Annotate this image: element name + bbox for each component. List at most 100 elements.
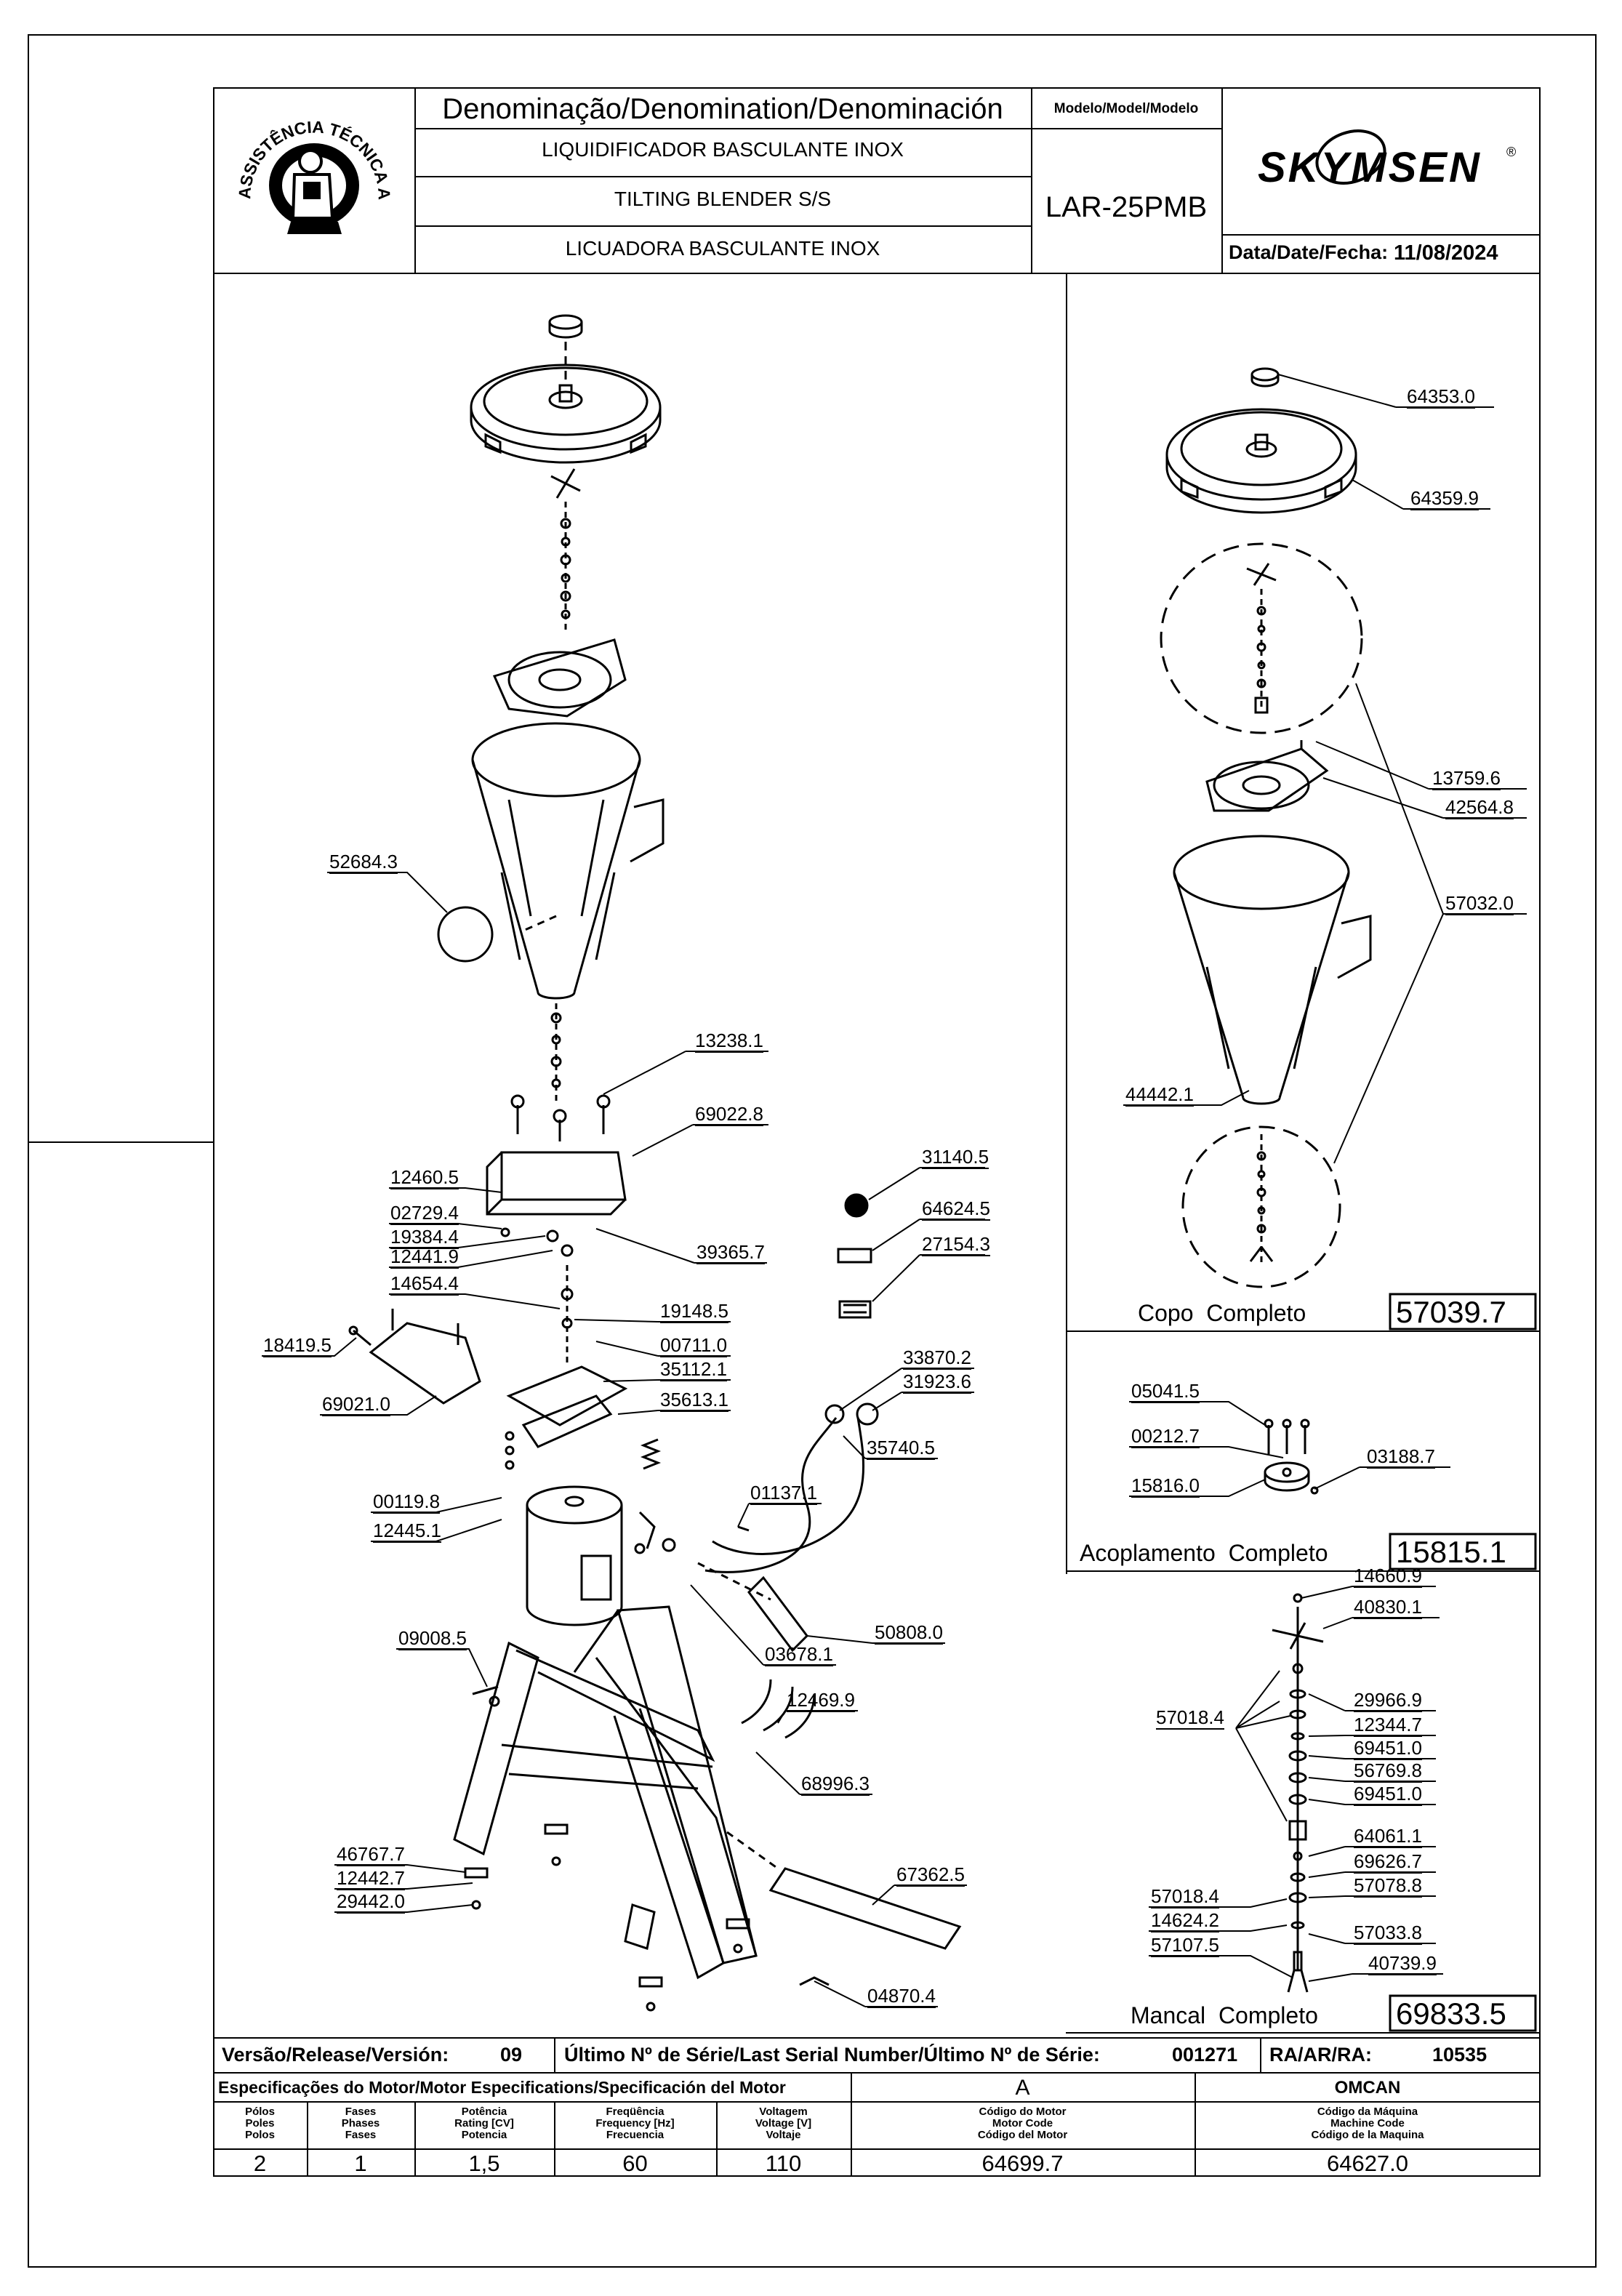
part-label: 04870.4 bbox=[867, 1985, 936, 2008]
divider bbox=[414, 176, 1031, 177]
divider bbox=[716, 2101, 718, 2177]
serial-label: Último Nº de Série/Last Serial Number/Úl… bbox=[564, 2044, 1100, 2066]
part-label: 67362.5 bbox=[896, 1863, 965, 1887]
value-phases: 1 bbox=[354, 2151, 367, 2176]
value-voltage: 110 bbox=[765, 2151, 802, 2176]
part-label: 00119.8 bbox=[373, 1490, 441, 1514]
product-name-pt: LIQUIDIFICADOR BASCULANTE INOX bbox=[542, 138, 904, 161]
margin-tick bbox=[28, 1141, 213, 1143]
divider bbox=[1066, 2032, 1541, 2034]
drawing-border bbox=[213, 87, 1541, 2177]
value-poles: 2 bbox=[253, 2151, 267, 2176]
part-label: 33870.2 bbox=[903, 1346, 971, 1370]
header-line: Potencia bbox=[461, 2129, 507, 2141]
part-label: 64061.1 bbox=[1354, 1825, 1422, 1848]
header-line: Fases bbox=[345, 2129, 377, 2141]
part-label: 29966.9 bbox=[1354, 1689, 1422, 1712]
acoplamento-code: 15815.1 bbox=[1396, 1535, 1506, 1569]
part-label: 69451.0 bbox=[1354, 1783, 1422, 1806]
part-label: 29442.0 bbox=[337, 1890, 405, 1914]
part-label: 19384.4 bbox=[390, 1226, 459, 1249]
part-label: 42564.8 bbox=[1445, 796, 1514, 819]
part-label: 03188.7 bbox=[1367, 1445, 1435, 1469]
part-label: 12445.1 bbox=[373, 1520, 441, 1543]
part-label: 03678.1 bbox=[765, 1643, 833, 1666]
header-line: Código do Motor bbox=[979, 2106, 1067, 2118]
mancal-caption: Mancal Completo bbox=[1131, 2002, 1318, 2028]
part-label: 15816.0 bbox=[1131, 1474, 1200, 1498]
header-line: Phases bbox=[341, 2117, 380, 2130]
divider bbox=[1221, 234, 1541, 236]
header-line: Fases bbox=[345, 2106, 377, 2118]
part-label: 13238.1 bbox=[695, 1029, 763, 1053]
brand-name: SKYMSEN bbox=[1258, 144, 1482, 191]
value-frequency: 60 bbox=[622, 2151, 648, 2176]
copo-caption: Copo Completo bbox=[1138, 1300, 1306, 1326]
header-line: Motor Code bbox=[992, 2117, 1053, 2130]
part-label: 57032.0 bbox=[1445, 892, 1514, 915]
header-line: Código de la Maquina bbox=[1311, 2129, 1424, 2141]
part-label: 35740.5 bbox=[867, 1437, 935, 1460]
part-label: 31140.5 bbox=[922, 1146, 989, 1169]
mancal-code: 69833.5 bbox=[1396, 1996, 1506, 2031]
divider bbox=[414, 225, 1031, 227]
part-label: 05041.5 bbox=[1131, 1380, 1200, 1403]
header-line: Voltagem bbox=[759, 2106, 808, 2118]
part-label: 69451.0 bbox=[1354, 1737, 1422, 1760]
part-label: 01137.1 bbox=[750, 1482, 818, 1505]
part-label: 56769.8 bbox=[1354, 1759, 1422, 1783]
header-line: Poles bbox=[245, 2117, 275, 2130]
divider bbox=[213, 2037, 1541, 2039]
header-line: Voltaje bbox=[766, 2129, 801, 2141]
part-label: 13759.6 bbox=[1432, 767, 1501, 790]
part-label: 64359.9 bbox=[1410, 487, 1479, 510]
value-machine-code: 64627.0 bbox=[1326, 2151, 1409, 2176]
motor-table-title: Especificações do Motor/Motor Especifica… bbox=[218, 2078, 786, 2097]
part-label: 00212.7 bbox=[1131, 1425, 1200, 1448]
part-label: 09008.5 bbox=[398, 1627, 467, 1650]
part-label: 12441.9 bbox=[390, 1245, 459, 1269]
header-line: Machine Code bbox=[1330, 2117, 1405, 2130]
product-name-en: TILTING BLENDER S/S bbox=[614, 188, 832, 210]
part-label: 57107.5 bbox=[1151, 1934, 1219, 1957]
model-value: LAR-25PMB bbox=[1045, 191, 1208, 223]
header-line: Rating [CV] bbox=[454, 2117, 514, 2130]
model-title: Modelo/Model/Modelo bbox=[1053, 101, 1199, 116]
part-label: 57018.4 bbox=[1151, 1885, 1219, 1908]
part-label: 69021.0 bbox=[322, 1393, 390, 1416]
divider bbox=[213, 2101, 1541, 2103]
part-label: 02729.4 bbox=[390, 1202, 459, 1225]
denomination-title: Denominação/Denomination/Denominación bbox=[442, 93, 1003, 125]
part-label: 64353.0 bbox=[1407, 385, 1475, 409]
divider bbox=[554, 2037, 555, 2072]
header-line: Freqüência bbox=[606, 2106, 665, 2118]
brand-logo: SKYMSEN ® bbox=[1221, 116, 1541, 204]
part-label: 14654.4 bbox=[390, 1272, 459, 1296]
authorized-service-stamp: ASSISTÊNCIA TÉCNICA AUTORIZADA bbox=[222, 95, 407, 269]
part-label: 40739.9 bbox=[1368, 1952, 1437, 1975]
copo-code: 57039.7 bbox=[1396, 1295, 1506, 1329]
part-label: 35613.1 bbox=[660, 1389, 728, 1412]
divider bbox=[1195, 2072, 1196, 2177]
part-label: 40830.1 bbox=[1354, 1596, 1422, 1619]
divider bbox=[1221, 87, 1223, 274]
part-label: 57078.8 bbox=[1354, 1874, 1422, 1898]
divider bbox=[554, 2101, 555, 2177]
part-label: 64624.5 bbox=[922, 1197, 990, 1221]
part-label: 68996.3 bbox=[801, 1773, 870, 1796]
divider bbox=[851, 2072, 852, 2177]
part-label: 57033.8 bbox=[1354, 1922, 1422, 1945]
header-line: Polos bbox=[245, 2129, 275, 2141]
ra-value: 10535 bbox=[1432, 2044, 1487, 2066]
part-label: 14624.2 bbox=[1151, 1909, 1219, 1932]
header-line: Código del Motor bbox=[977, 2129, 1068, 2141]
header-line: Pólos bbox=[245, 2106, 275, 2118]
product-name-es: LICUADORA BASCULANTE INOX bbox=[565, 237, 880, 260]
part-label: 57018.4 bbox=[1156, 1706, 1224, 1730]
version-label: Versão/Release/Versión: bbox=[222, 2044, 449, 2066]
